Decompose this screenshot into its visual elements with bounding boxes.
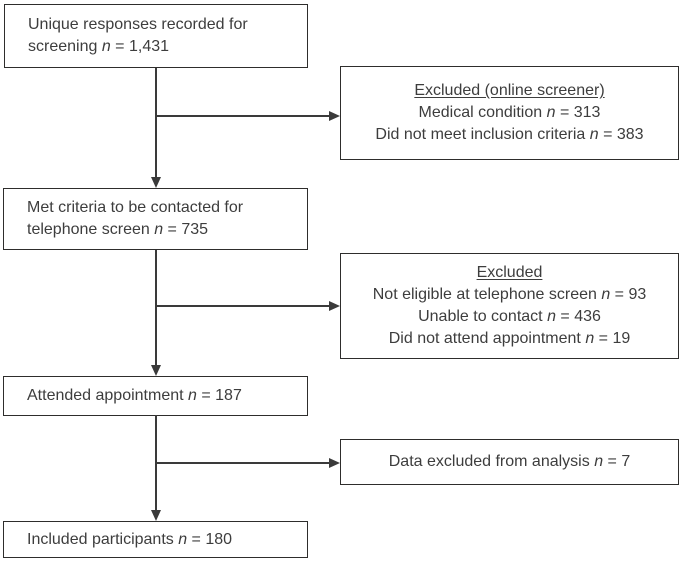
branch-to-excluded-telephone-line [156, 305, 329, 307]
flow-box-screening-line-2: screening n = 1,431 [28, 38, 170, 55]
arrowhead-right-excluded-analysis-icon [329, 457, 340, 468]
flow-box-telephone-line-2: telephone screen n = 735 [27, 221, 209, 238]
flow-box-attended-line-1: Attended appointment n = 187 [27, 387, 242, 404]
arrowhead-right-excluded-online-icon [329, 110, 340, 121]
arrowhead-down-attended-icon [150, 365, 161, 376]
connector-telephone-to-attended-line [155, 250, 157, 366]
flow-box-excluded-telephone: Excluded Not eligible at telephone scree… [340, 253, 679, 359]
flow-box-excluded-online-line-2: Did not meet inclusion criteria n = 383 [375, 126, 644, 143]
flow-box-telephone: Met criteria to be contacted for telepho… [3, 188, 308, 250]
arrowhead-right-excluded-telephone-icon [329, 300, 340, 311]
flow-box-excluded-online-line-1: Medical condition n = 313 [418, 104, 601, 121]
flow-box-included: Included participants n = 180 [3, 521, 308, 558]
flow-box-excluded-online: Excluded (online screener) Medical condi… [340, 66, 679, 160]
branch-to-excluded-analysis-line [156, 462, 329, 464]
flow-box-included-line-1: Included participants n = 180 [27, 530, 233, 548]
flow-box-excluded-telephone-heading: Excluded [476, 264, 543, 281]
flow-box-screening: Unique responses recorded for screening … [4, 4, 308, 68]
arrowhead-down-telephone-icon [150, 177, 161, 188]
flow-box-excluded-telephone-line-3: Did not attend appointment n = 19 [388, 330, 631, 347]
flow-box-screening-line-1: Unique responses recorded for [28, 16, 248, 33]
flow-box-excluded-analysis-line-1: Data excluded from analysis n = 7 [388, 453, 631, 470]
connector-screening-to-telephone-line [155, 68, 157, 178]
flow-box-excluded-analysis: Data excluded from analysis n = 7 [340, 439, 679, 485]
flow-box-excluded-telephone-line-1: Not eligible at telephone screen n = 93 [372, 286, 647, 303]
branch-to-excluded-online-line [156, 115, 329, 117]
flow-box-excluded-online-heading: Excluded (online screener) [414, 82, 605, 99]
flow-box-attended: Attended appointment n = 187 [3, 376, 308, 416]
flow-box-excluded-telephone-line-2: Unable to contact n = 436 [418, 308, 601, 325]
arrowhead-down-included-icon [150, 510, 161, 521]
flow-box-telephone-line-1: Met criteria to be contacted for [27, 199, 244, 216]
